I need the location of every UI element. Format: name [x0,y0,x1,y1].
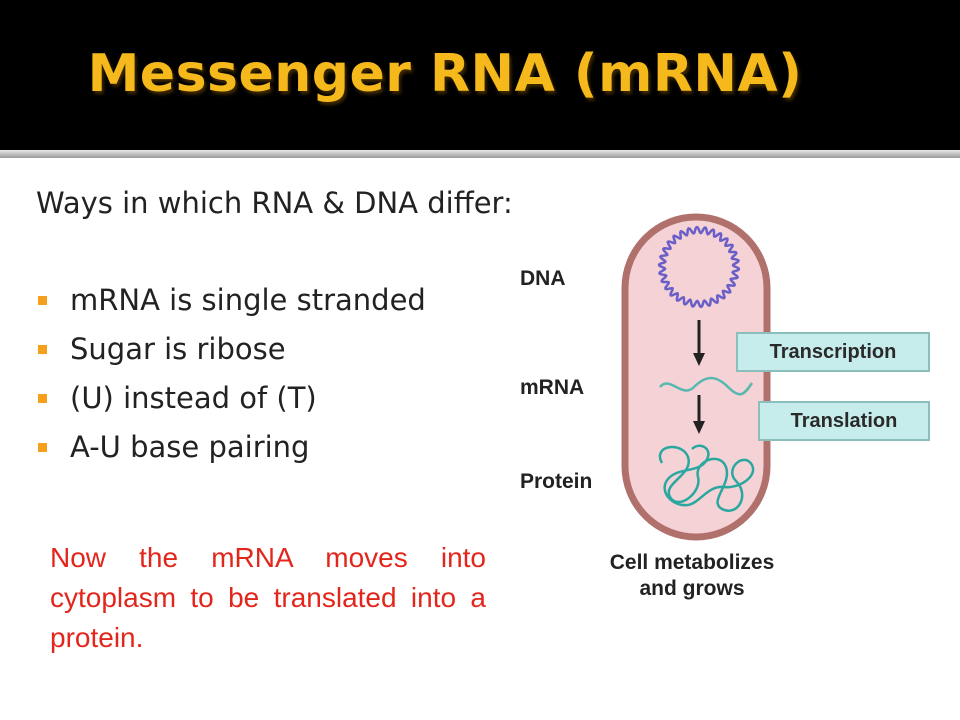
square-bullet-icon [38,296,47,305]
caption-line: Cell metabolizes [609,551,775,574]
square-bullet-icon [38,345,47,354]
protein-strand [658,444,755,512]
cell-caption: Cell metabolizes and grows [572,550,812,602]
transcription-arrow [693,320,705,366]
bullet-text: mRNA is single stranded [70,283,426,317]
bullet-text: (U) instead of (T) [70,381,317,415]
title-divider [0,150,960,158]
bullet-item: A-U base pairing [36,423,426,472]
difference-list: mRNA is single stranded Sugar is ribose … [36,276,426,472]
title-band [0,0,960,150]
transcription-box: Transcription [736,332,930,372]
bullet-text: Sugar is ribose [70,332,286,366]
dna-circle [657,225,741,309]
bullet-item: mRNA is single stranded [36,276,426,325]
bullet-item: Sugar is ribose [36,325,426,374]
cytoplasm-note: Now the mRNA moves into cytoplasm to be … [50,542,486,653]
mrna-label: mRNA [520,376,585,399]
square-bullet-icon [38,394,47,403]
cell-illustration [621,213,771,541]
slide-title: Messenger RNA (mRNA) [87,44,803,104]
translation-box: Translation [758,401,930,441]
protein-label: Protein [520,470,593,493]
bullet-text: A-U base pairing [70,430,310,464]
translation-arrow [693,395,705,434]
caption-line: and grows [639,577,745,600]
square-bullet-icon [38,443,47,452]
cell-diagram: DNA mRNA Protein Transcription Translati… [512,205,952,620]
dna-label: DNA [520,267,566,290]
rna-dna-heading: Ways in which RNA & DNA differ: [36,186,513,220]
bullet-item: (U) instead of (T) [36,374,426,423]
mrna-strand [659,376,754,396]
